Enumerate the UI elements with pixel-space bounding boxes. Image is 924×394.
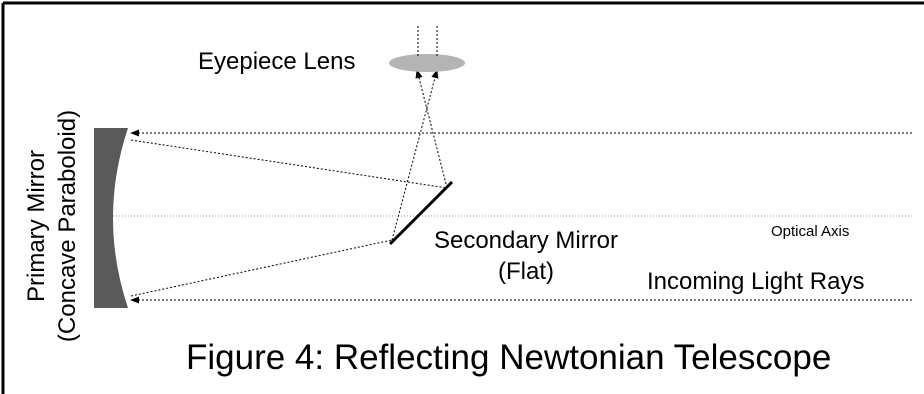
- incoming-light-rays-label: Incoming Light Rays: [647, 268, 865, 295]
- primary-mirror-label-line1: Primary Mirror: [23, 150, 50, 302]
- figure-caption: Figure 4: Reflecting Newtonian Telescope: [186, 338, 832, 377]
- eyepiece-ray-left: [415, 69, 448, 189]
- secondary-mirror-label: Secondary Mirror (Flat): [419, 225, 633, 287]
- secondary-mirror: [388, 180, 454, 246]
- eyepiece-lens: [389, 54, 465, 72]
- optical-axis-label: Optical Axis: [771, 223, 850, 240]
- reflected-ray-bottom: [130, 239, 393, 297]
- secondary-mirror-label-line2: (Flat): [498, 258, 554, 285]
- reflected-ray-top: [130, 139, 448, 189]
- primary-mirror-label: Primary Mirror (Concave Paraboloid): [21, 110, 83, 342]
- primary-mirror-label-line2: (Concave Paraboloid): [54, 109, 81, 343]
- primary-mirror: [94, 128, 128, 308]
- eyepiece-lens-label: Eyepiece Lens: [198, 48, 356, 75]
- eyepiece-ray-right: [391, 69, 439, 241]
- secondary-mirror-label-line1: Secondary Mirror: [433, 227, 619, 254]
